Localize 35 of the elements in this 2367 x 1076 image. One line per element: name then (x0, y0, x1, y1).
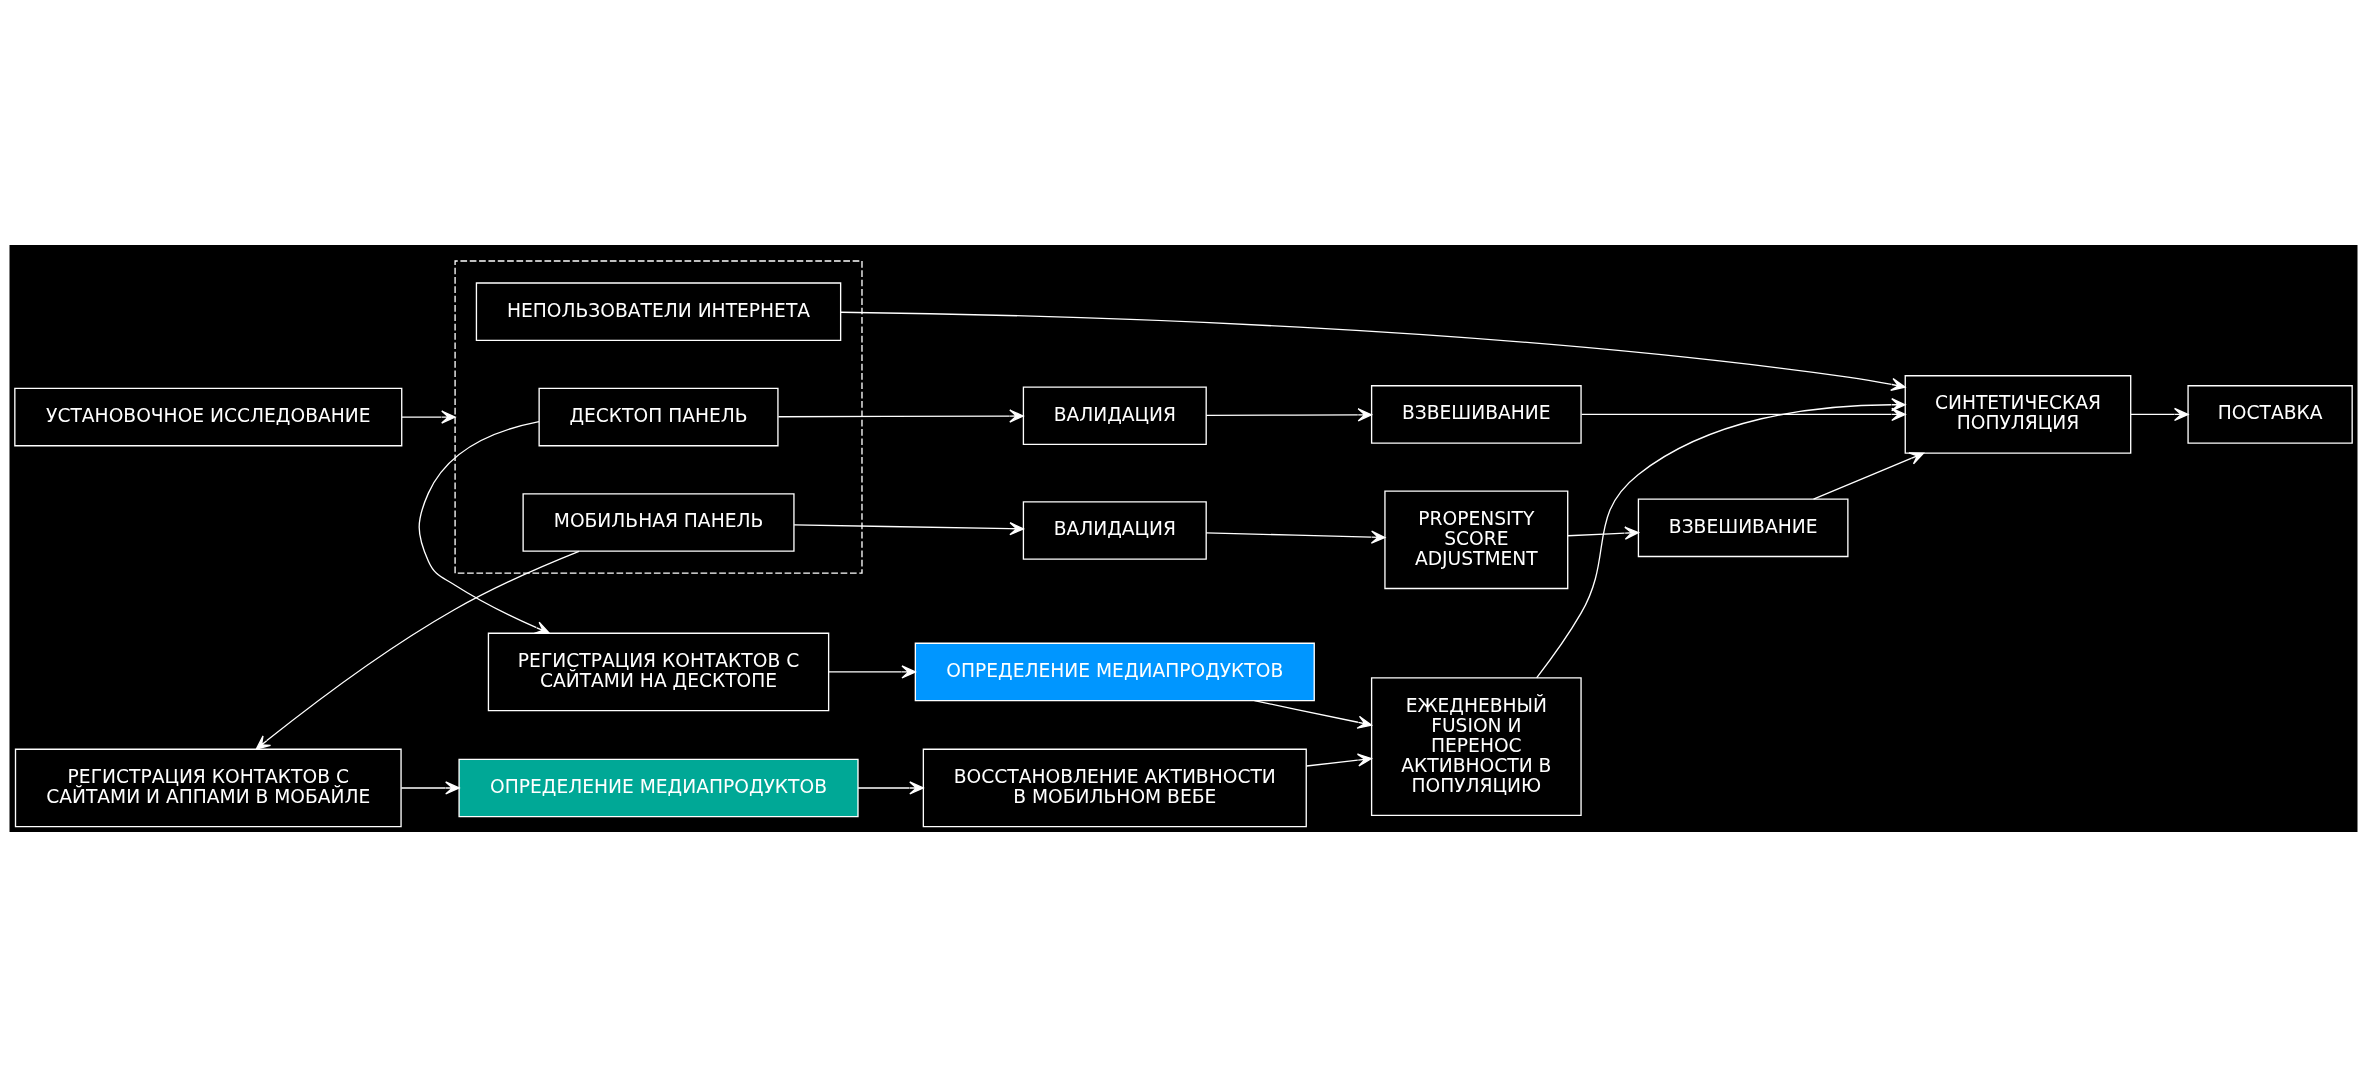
node-box: ЕЖЕДНЕВНЫЙ FUSION И ПЕРЕНОС АКТИВНОСТИ В ПОПУЛЯЦИЮ (1370, 676, 1582, 816)
arrow (418, 420, 550, 634)
node-box: ВЗВЕШИВАНИЕ (1637, 497, 1849, 557)
arrow (1580, 407, 1906, 421)
node-box: ПОСТАВКА (2187, 384, 2353, 444)
arrow (857, 780, 924, 795)
node-box: ДЕСКТОП ПАНЕЛЬ (538, 387, 779, 446)
node-box: ОПРЕДЕЛЕНИЕ МЕДИАПРОДУКТОВ (914, 642, 1315, 701)
arrow (1253, 699, 1373, 729)
arrow (1567, 525, 1640, 540)
node-box: МОБИЛЬНАЯ ПАНЕЛЬ (522, 492, 795, 552)
cluster (454, 259, 863, 574)
arrow (828, 664, 916, 679)
node-box: PROPENSITY SCORE ADJUSTMENT (1384, 489, 1569, 589)
arrow (401, 409, 456, 424)
node-box: НЕПОЛЬЗОВАТЕЛИ ИНТЕРНЕТА (475, 281, 842, 341)
node-box: УСТАНОВОЧНОЕ ИССЛЕДОВАНИЕ (14, 387, 403, 446)
node-box: ВАЛИДАЦИЯ (1022, 385, 1207, 445)
node-box: ОПРЕДЕЛЕНИЕ МЕДИАПРОДУКТОВ (458, 758, 859, 817)
node-box: ВОССТАНОВЛЕНИЕ АКТИВНОСТИ В МОБИЛЬНОМ ВЕБЕ (922, 748, 1307, 827)
node-box: ВЗВЕШИВАНИЕ (1370, 384, 1582, 444)
arrow (2130, 407, 2189, 421)
arrow (777, 408, 1024, 423)
arrow (400, 780, 460, 795)
arrow (840, 311, 1906, 391)
arrow (1812, 451, 1925, 500)
arrow (1535, 397, 1906, 678)
node-box: ВАЛИДАЦИЯ (1022, 500, 1207, 560)
arrow (1205, 407, 1373, 422)
node-box: РЕГИСТРАЦИЯ КОНТАКТОВ С САЙТАМИ И АППАМИ В МОБАЙЛЕ (14, 748, 402, 827)
arrow (1205, 529, 1386, 544)
node-box: РЕГИСТРАЦИЯ КОНТАКТОВ С САЙТАМИ НА ДЕСКТОПЕ (487, 632, 830, 711)
arrow (1305, 752, 1373, 767)
node-box: СИНТЕТИЧЕСКАЯ ПОПУЛЯЦИЯ (1904, 374, 2132, 454)
arrow (793, 521, 1024, 535)
